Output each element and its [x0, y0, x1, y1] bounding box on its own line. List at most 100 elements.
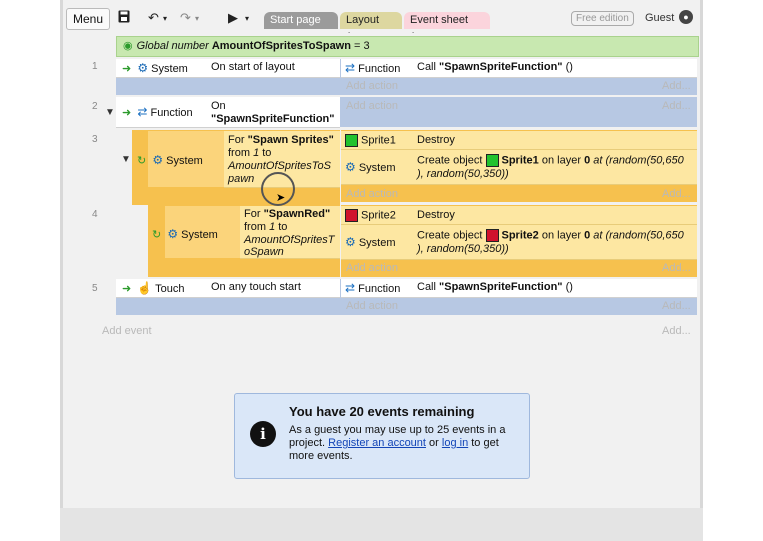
layer-value: 0 [584, 154, 591, 167]
tab-label: Start page [270, 14, 321, 26]
event-3-action-2[interactable]: ⚙ System Create object Sprite1 on layer … [341, 150, 697, 185]
info-icon: i [250, 421, 276, 447]
user-icon[interactable]: ● [679, 10, 693, 24]
add-more-link[interactable]: Add... [662, 80, 691, 92]
play-dropdown-icon[interactable]: ▾ [245, 14, 250, 23]
event-1-action[interactable]: ⇄ Function Call "SpawnSpriteFunction" () [341, 59, 697, 78]
menu-button[interactable]: Menu [66, 8, 110, 30]
register-link[interactable]: Register an account [328, 437, 426, 449]
object-label: System [151, 63, 188, 75]
gear-icon: ⚙ [345, 235, 356, 249]
notice-title: You have 20 events remaining [289, 404, 475, 419]
add-action-link[interactable]: Add action [346, 262, 398, 274]
sprite-name: Sprite2 [501, 229, 539, 242]
action-text-post: () [565, 61, 573, 73]
object-label: System [166, 155, 203, 167]
app-border-right [700, 0, 703, 510]
gear-icon: ⚙ [167, 227, 179, 241]
to-label: to [262, 147, 272, 159]
event-5-action[interactable]: ⇄ Function Call "SpawnSpriteFunction" () [341, 279, 697, 298]
add-more-link[interactable]: Add... [662, 188, 691, 200]
action-text-pre: Call [417, 61, 436, 73]
free-edition-badge[interactable]: Free edition [571, 11, 634, 26]
play-icon[interactable]: ▶ [228, 10, 238, 25]
from-label: from [244, 221, 266, 233]
gear-icon: ⚙ [345, 160, 356, 174]
event-3-action-1[interactable]: Sprite1 Destroy [341, 131, 697, 150]
add-more-link[interactable]: Add... [662, 262, 691, 274]
event-4-action-2[interactable]: ⚙ System Create object Sprite2 on layer … [341, 225, 697, 260]
event-1-condition[interactable]: ➜ ⚙ System On start of layout [116, 59, 340, 78]
add-action-link[interactable]: Add action [346, 300, 398, 312]
undo-dropdown-icon[interactable]: ▾ [163, 14, 168, 23]
collapse-icon[interactable]: ▼ [121, 154, 131, 165]
action-object: Sprite2 [345, 209, 396, 222]
notice-text-end: to get more events. [289, 437, 499, 462]
event-number: 2 [92, 101, 98, 112]
action-text-line2: ), random(50,350)) [417, 243, 509, 255]
toolbar: Menu ↶ ▾ ↷ ▾ ▶ ▾ Start page Layout 1✕ Ev… [63, 8, 700, 43]
event-4-condition[interactable]: For "SpawnRed" from 1 to AmountOfSprites… [240, 206, 340, 259]
add-action-link[interactable]: Add action [346, 100, 398, 112]
event-5-condition[interactable]: ➜ ☝ Touch On any touch start [116, 279, 340, 298]
action-text: Call "SpawnSpriteFunction" () [417, 61, 573, 74]
app-border-left [60, 0, 63, 510]
add-action-link[interactable]: Add action [346, 188, 398, 200]
add-more-link[interactable]: Add... [662, 300, 691, 312]
touch-icon: ☝ [137, 281, 153, 295]
guest-label[interactable]: Guest [645, 12, 675, 24]
condition-text-line1: On [211, 100, 226, 112]
event-4-condition-object-cell [165, 206, 240, 258]
condition-text: On any touch start [211, 281, 301, 293]
mouse-cursor-icon: ➤ [276, 192, 286, 204]
sprite1-icon [345, 134, 358, 147]
event-number: 5 [92, 283, 98, 294]
global-var-value: = 3 [354, 40, 370, 52]
add-more-link[interactable]: Add... [662, 325, 691, 337]
event-4-action-1[interactable]: Sprite2 Destroy [341, 206, 697, 225]
object-label: System [181, 229, 218, 241]
trigger-arrow-icon: ➜ [122, 63, 132, 75]
loop-icon: ↻ [137, 155, 147, 167]
login-link[interactable]: log in [441, 437, 469, 449]
loop-icon: ↻ [152, 229, 162, 241]
tab-start-page[interactable]: Start page [264, 12, 338, 29]
notice-body: As a guest you may use up to 25 events i… [289, 424, 521, 463]
action-text-line1: Create object Sprite2 on layer 0 at (ran… [417, 229, 684, 242]
event-2-condition[interactable]: ➜ ⇄ Function On "SpawnSpriteFunction" [116, 97, 340, 128]
condition-text-line3: AmountOfSpritesT [244, 234, 335, 246]
add-action-link[interactable]: Add action [346, 80, 398, 92]
globe-icon: ◉ [123, 40, 133, 52]
action-text: Call "SpawnSpriteFunction" () [417, 281, 573, 294]
global-variable[interactable]: ◉Global number AmountOfSpritesToSpawn = … [116, 36, 699, 57]
undo-icon[interactable]: ↶ [148, 10, 159, 25]
condition-object: ➜ ☝ Touch [122, 281, 185, 295]
action-object: Sprite1 [345, 134, 396, 147]
layer-label: on layer [541, 229, 581, 242]
save-icon[interactable] [118, 10, 130, 26]
condition-object: ↻ ⚙ System [137, 153, 203, 167]
trigger-arrow-icon: ➜ [122, 283, 132, 295]
redo-dropdown-icon[interactable]: ▾ [195, 14, 200, 23]
for-label: For [228, 134, 245, 146]
redo-icon[interactable]: ↷ [180, 10, 191, 25]
object-label: Sprite1 [361, 134, 396, 147]
condition-object: ↻ ⚙ System [152, 227, 218, 241]
object-label: Function [358, 63, 401, 75]
object-label: Sprite2 [361, 209, 396, 222]
tab-layout-1[interactable]: Layout 1✕ [340, 12, 402, 43]
event-number: 3 [92, 134, 98, 145]
add-event-link[interactable]: Add event [102, 325, 152, 337]
sprite2-icon [485, 229, 499, 242]
action-text-post: () [565, 281, 573, 293]
create-label: Create object [417, 229, 483, 242]
add-more-link[interactable]: Add... [662, 100, 691, 112]
action-text: Destroy [417, 209, 455, 221]
collapse-icon[interactable]: ▼ [105, 107, 115, 118]
tab-event-sheet-1[interactable]: Event sheet 1✕ [404, 12, 490, 43]
object-label: System [358, 237, 396, 249]
create-label: Create object [417, 154, 483, 167]
condition-text-line1: For "SpawnRed" [244, 208, 330, 221]
loop-name: "SpawnRed" [263, 208, 331, 220]
function-icon: ⇄ [345, 281, 356, 295]
